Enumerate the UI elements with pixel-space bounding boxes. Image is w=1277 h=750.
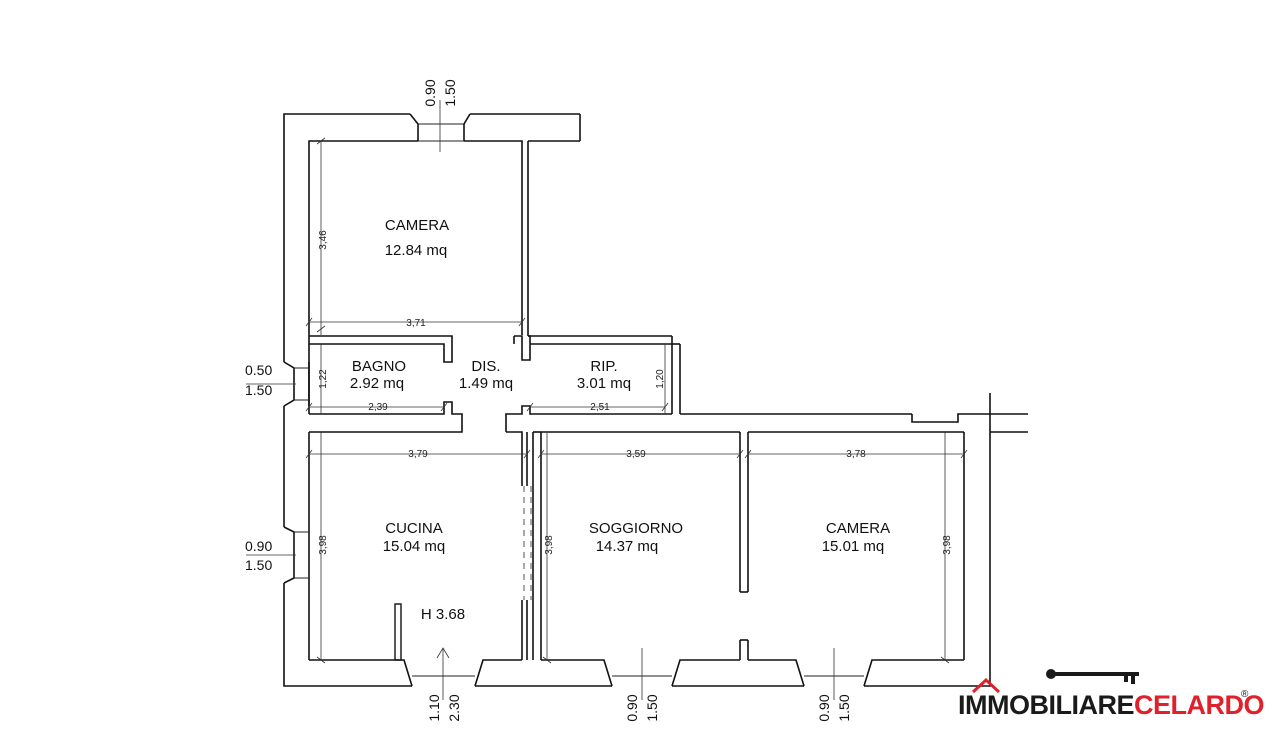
window-bottom-camera-height: 1.50 [836,694,852,721]
dim-camera-br-width: 3,78 [846,449,866,460]
logo-text-accent: CELARDO [1134,690,1264,720]
window-bottom-cucina-height: 2.30 [446,694,462,721]
room-camera-top-name: CAMERA [385,217,449,234]
room-cucina-name: CUCINA [385,520,443,537]
house-roof-icon [971,677,1001,694]
logo-registered-mark: ® [1241,689,1249,700]
room-labels: CAMERA 12.84 mq BAGNO 2.92 mq DIS. 1.49 … [350,217,890,623]
window-bottom-camera-width: 0.90 [816,694,832,721]
room-dis-name: DIS. [471,358,500,375]
room-soggiorno-name: SOGGIORNO [589,520,683,537]
room-bagno-area: 2.92 mq [350,375,404,392]
window-bottom-soggiorno-height: 1.50 [644,694,660,721]
dim-bagno-height: 1,22 [318,369,329,389]
dim-cucina-height: 3,98 [318,535,329,555]
agency-logo: IMMOBILIARECELARDO ® [958,669,1265,720]
room-cucina-area: 15.04 mq [383,538,446,555]
dim-camera-br-height: 3,98 [942,535,953,555]
dim-rip-height: 1,20 [655,369,666,389]
dim-soggiorno-width: 3,59 [626,449,646,460]
window-left-upper-height: 1.50 [245,382,272,398]
key-icon [1046,669,1139,684]
walls [283,113,1028,687]
dim-camera-top-width: 3,71 [406,318,426,329]
window-labels: 0.90 1.50 0.50 1.50 0.90 1.50 1.10 2.30 … [245,79,852,721]
dim-bagno-width: 2,39 [368,402,388,413]
dim-soggiorno-height: 3,98 [544,535,555,555]
room-camera-br-area: 15.01 mq [822,538,885,555]
svg-text:IMMOBILIARECELARDO: IMMOBILIARECELARDO [958,690,1264,720]
logo-text-dark: IMMOBILIARE [958,690,1134,720]
room-dis-area: 1.49 mq [459,375,513,392]
dim-camera-top-height: 3,46 [318,230,329,250]
window-left-lower-height: 1.50 [245,557,272,573]
dim-rip-width: 2,51 [590,402,610,413]
room-rip-name: RIP. [590,358,617,375]
window-bottom-cucina-width: 1.10 [426,694,442,721]
window-bottom-soggiorno-width: 0.90 [624,694,640,721]
window-left-upper-width: 0.50 [245,362,272,378]
window-top-width: 0.90 [422,79,438,106]
room-rip-area: 3.01 mq [577,375,631,392]
ceiling-height-label: H 3.68 [421,606,465,623]
room-camera-top-area: 12.84 mq [385,242,448,259]
room-bagno-name: BAGNO [352,358,406,375]
dimension-lines [246,100,968,700]
room-camera-br-name: CAMERA [826,520,890,537]
dimension-labels: 3,46 3,71 1,22 2,39 2,51 1,20 3,79 3,59 … [318,230,953,555]
dim-cucina-width: 3,79 [408,449,428,460]
window-left-lower-width: 0.90 [245,538,272,554]
room-soggiorno-area: 14.37 mq [596,538,659,555]
window-top-height: 1.50 [442,79,458,106]
